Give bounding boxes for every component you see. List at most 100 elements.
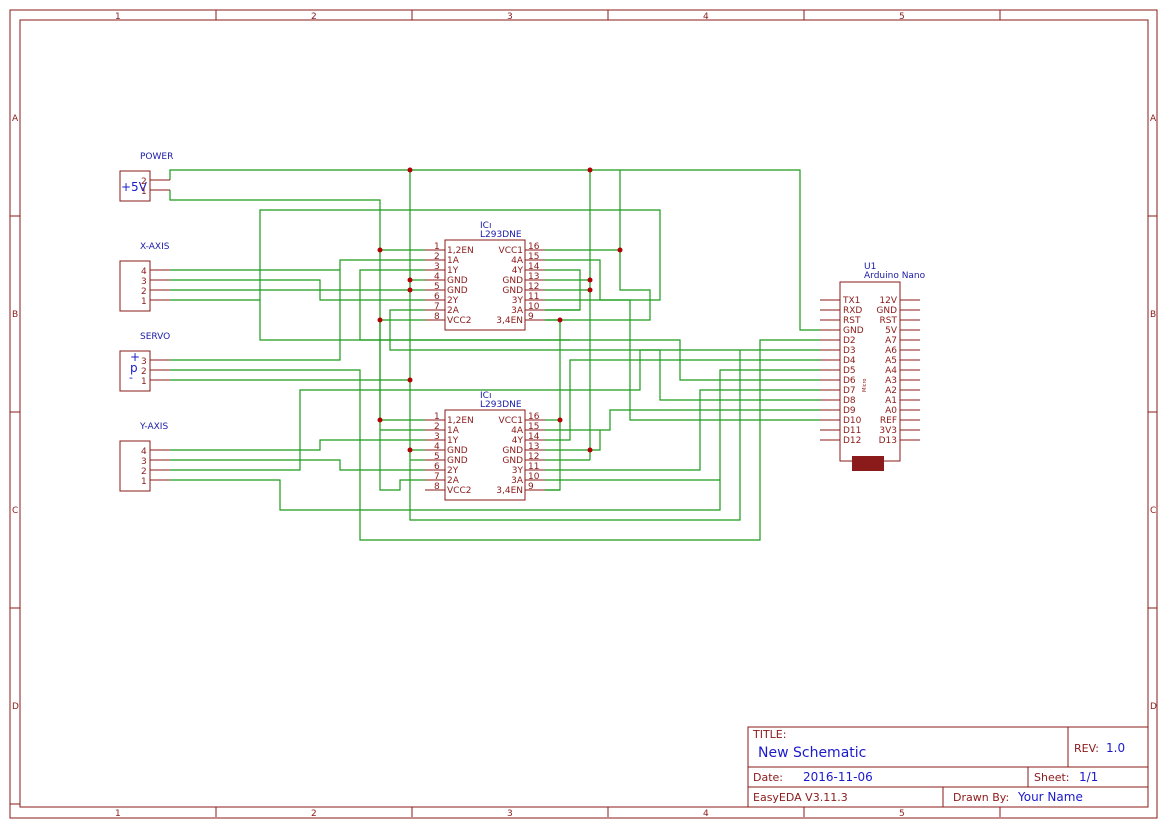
ic-pin-number: 4 (434, 272, 440, 282)
ic-pin-number: 6 (434, 292, 440, 302)
wire-junction (407, 287, 413, 293)
ic-pin-number: 4 (434, 442, 440, 452)
power-connector-label: +5V (121, 180, 148, 194)
ic-pin-name: 3Y (512, 296, 524, 306)
ic-pin-name: 1,2EN (447, 416, 474, 426)
frame-row-label: D (12, 702, 19, 712)
ic-pin-name: GND (502, 286, 523, 296)
x-axis-connector-title: X-AXIS (140, 242, 170, 252)
ic-pin-number: 13 (528, 272, 539, 282)
arduino-pin-name: D12 (843, 436, 861, 446)
ic-pin-number: 8 (434, 312, 440, 322)
ic-pin-name: 1Y (447, 266, 459, 276)
arduino-pin-name: GND (876, 306, 897, 316)
wire-junction (557, 417, 563, 423)
x-axis-pin-number: 1 (141, 297, 147, 307)
ic-bottom-body (444, 409, 526, 501)
frame-row-label: A (1150, 114, 1157, 124)
wire-junction (407, 377, 413, 383)
ic-pin-name: VCC2 (447, 486, 471, 496)
arduino-pin-name: REF (880, 416, 897, 426)
frame-column-label: 3 (507, 809, 513, 819)
frame-row-label: D (1150, 702, 1157, 712)
wire (169, 169, 820, 331)
ic-pin-number: 12 (528, 452, 539, 462)
x-axis-pin-number: 2 (141, 287, 147, 297)
title-value: New Schematic (758, 745, 866, 761)
ic-pin-name: GND (502, 446, 523, 456)
wire-junction (587, 287, 593, 293)
frame-row-label: A (12, 114, 19, 124)
servo-pin-number: 1 (141, 377, 147, 387)
frame-column-label: 2 (311, 809, 317, 819)
arduino-pin-name: 5V (885, 326, 898, 336)
frame-column-label: 5 (899, 12, 905, 22)
arduino-pin-name: A7 (885, 336, 897, 346)
servo-plus-symbol: + (130, 350, 140, 364)
ic-top-body (444, 239, 526, 331)
x-axis-connector[interactable]: X-AXIS 4 3 2 1 (119, 242, 170, 312)
ic-pin-name: GND (502, 456, 523, 466)
ic-pin-name: GND (502, 276, 523, 286)
frame-column-label: 3 (507, 12, 513, 22)
ic-pin-name: 2A (447, 306, 460, 316)
arduino-pin-name: A2 (885, 386, 897, 396)
arduino-pin-name: A6 (885, 346, 897, 356)
ic-pin-number: 16 (528, 242, 540, 252)
servo-signal-symbol: p (130, 361, 138, 375)
wire (170, 439, 425, 451)
power-pin-number: 1 (141, 187, 147, 197)
ic-pin-name: VCC2 (447, 316, 471, 326)
rev-value: 1.0 (1106, 741, 1125, 755)
wire (170, 349, 820, 471)
arduino-pin-name: D7 (843, 386, 856, 396)
date-value: 2016-11-06 (803, 770, 873, 784)
ic-pin-number: 2 (434, 422, 440, 432)
ic-pin-number: 5 (434, 452, 440, 462)
ic-pin-name: 4Y (512, 266, 524, 276)
y-axis-connector-title: Y-AXIS (139, 422, 168, 432)
drawn-by-value: Your Name (1017, 790, 1083, 804)
arduino-pin-name: GND (843, 326, 864, 336)
arduino-pin-name: D9 (843, 406, 856, 416)
arduino-pin-name: D2 (843, 336, 856, 346)
wire (170, 259, 425, 361)
frame-column-label: 2 (311, 12, 317, 22)
y-axis-connector-body (119, 440, 151, 492)
ic-top-ref: ICı (480, 221, 491, 231)
title-label: TITLE: (752, 728, 786, 741)
frame-row-label: C (12, 506, 18, 516)
arduino-pin-name: A4 (885, 366, 897, 376)
power-connector-title: POWER (140, 152, 173, 162)
wire (170, 209, 661, 301)
arduino-pin-name: TX1 (842, 296, 860, 306)
arduino-part: Arduino Nano (864, 271, 926, 281)
arduino-pin-name: A3 (885, 376, 897, 386)
y-axis-connector[interactable]: Y-AXIS 4 3 2 1 (119, 422, 170, 492)
wire (169, 190, 425, 421)
ic-pin-name: 3,4EN (496, 316, 523, 326)
sheet-value: 1/1 (1079, 770, 1098, 784)
frame-column-label: 1 (115, 809, 121, 819)
power-connector[interactable]: POWER +5V 2 1 (119, 152, 173, 202)
servo-connector[interactable]: SERVO + p - 3 2 1 (119, 332, 170, 392)
ic-pin-number: 11 (528, 292, 539, 302)
wire (409, 170, 741, 521)
frame-row-label: C (1150, 506, 1156, 516)
ic-pin-number: 7 (434, 302, 440, 312)
ic-pin-name: 2A (447, 476, 460, 486)
arduino-pin-name: A0 (885, 406, 897, 416)
arduino-nano[interactable]: U1 Arduino Nano Micro TX1RXDRSTGNDD2D3D4… (820, 262, 926, 471)
x-axis-pin-number: 3 (141, 277, 147, 287)
wire-junction (377, 247, 383, 253)
ic-pin-name: GND (447, 456, 468, 466)
tool-version: EasyEDA V3.11.3 (753, 791, 848, 804)
ic-top-part: L293DNE (480, 230, 522, 240)
x-axis-pin-number: 4 (141, 267, 147, 277)
arduino-usb-connector (852, 456, 884, 471)
wire (545, 359, 820, 441)
wire-junction (407, 167, 413, 173)
ic-pin-name: 1,2EN (447, 246, 474, 256)
